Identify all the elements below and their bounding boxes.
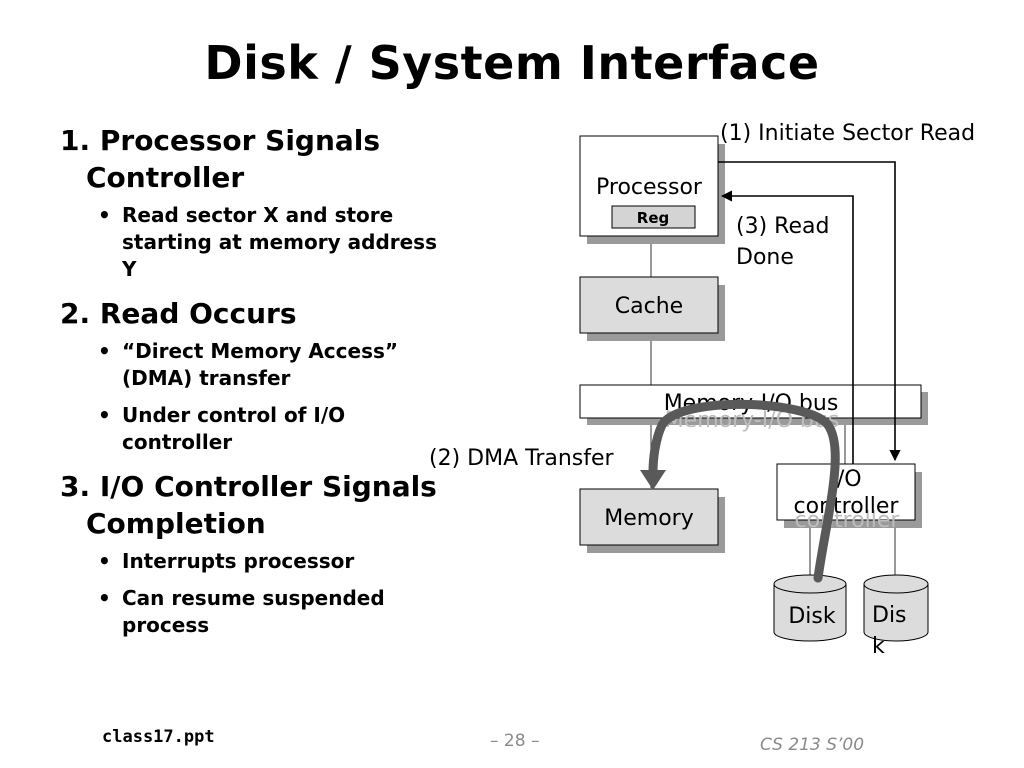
bullet-dot-icon: • — [98, 586, 111, 610]
dma-transfer-arrow — [648, 399, 840, 583]
io-label-shadow: controller — [795, 508, 901, 533]
io-label-line2: controller — [794, 494, 900, 519]
outline-bullet: •Interrupts processor — [98, 549, 355, 573]
step2-label: (2) DMA Transfer — [429, 446, 615, 471]
bullet-dot-icon: • — [98, 549, 111, 573]
reg-label: Reg — [637, 209, 669, 227]
disk2-label-line2: k — [872, 634, 885, 659]
dma-arrowhead-icon — [640, 470, 666, 490]
disk-1: Disk — [773, 574, 847, 642]
bullet-dot-icon: • — [98, 203, 111, 227]
reg-box — [611, 205, 696, 229]
outline-bullet: •Can resume suspended process — [98, 586, 385, 637]
outline-item-1: 1. Processor Signals Controller — [60, 124, 381, 194]
outline-item-3: 3. I/O Controller Signals Completion — [60, 470, 437, 540]
read-done-arrow — [720, 190, 854, 464]
step1-label: (1) Initiate Sector Read — [720, 121, 975, 146]
footer-filename: class17.ppt — [102, 727, 215, 747]
disk-2: Dis k — [863, 574, 929, 659]
cache-label: Cache — [615, 294, 683, 319]
processor-box: Processor Reg — [579, 135, 725, 244]
bullet-dot-icon: • — [98, 403, 111, 427]
slide-title: Disk / System Interface — [204, 36, 820, 90]
bullet-dot-icon: • — [98, 339, 111, 363]
cache-box: Cache — [579, 276, 725, 341]
outline-bullet: •Under control of I/O controller — [98, 403, 346, 454]
footer-course: CS 213 S’00 — [760, 735, 865, 755]
initiate-read-arrow — [718, 161, 901, 462]
outline-bullet: •“Direct Memory Access” (DMA) transfer — [98, 339, 399, 390]
outline: 1. Processor Signals Controller •Read se… — [60, 122, 440, 649]
memory-box: Memory — [579, 488, 725, 553]
io-controller-box: controller I/O controller — [776, 463, 922, 533]
outline-item-2: 2. Read Occurs — [60, 297, 297, 330]
step3-label-line2: Done — [736, 245, 794, 270]
outline-bullet: •Read sector X and store starting at mem… — [98, 203, 437, 281]
disk2-label-line1: Dis — [872, 603, 907, 628]
footer-page-number: – 28 – — [490, 731, 540, 751]
processor-label: Processor — [596, 175, 703, 200]
step3-label-line1: (3) Read — [736, 214, 829, 239]
disk1-label: Disk — [788, 604, 836, 629]
memory-label: Memory — [604, 506, 693, 531]
